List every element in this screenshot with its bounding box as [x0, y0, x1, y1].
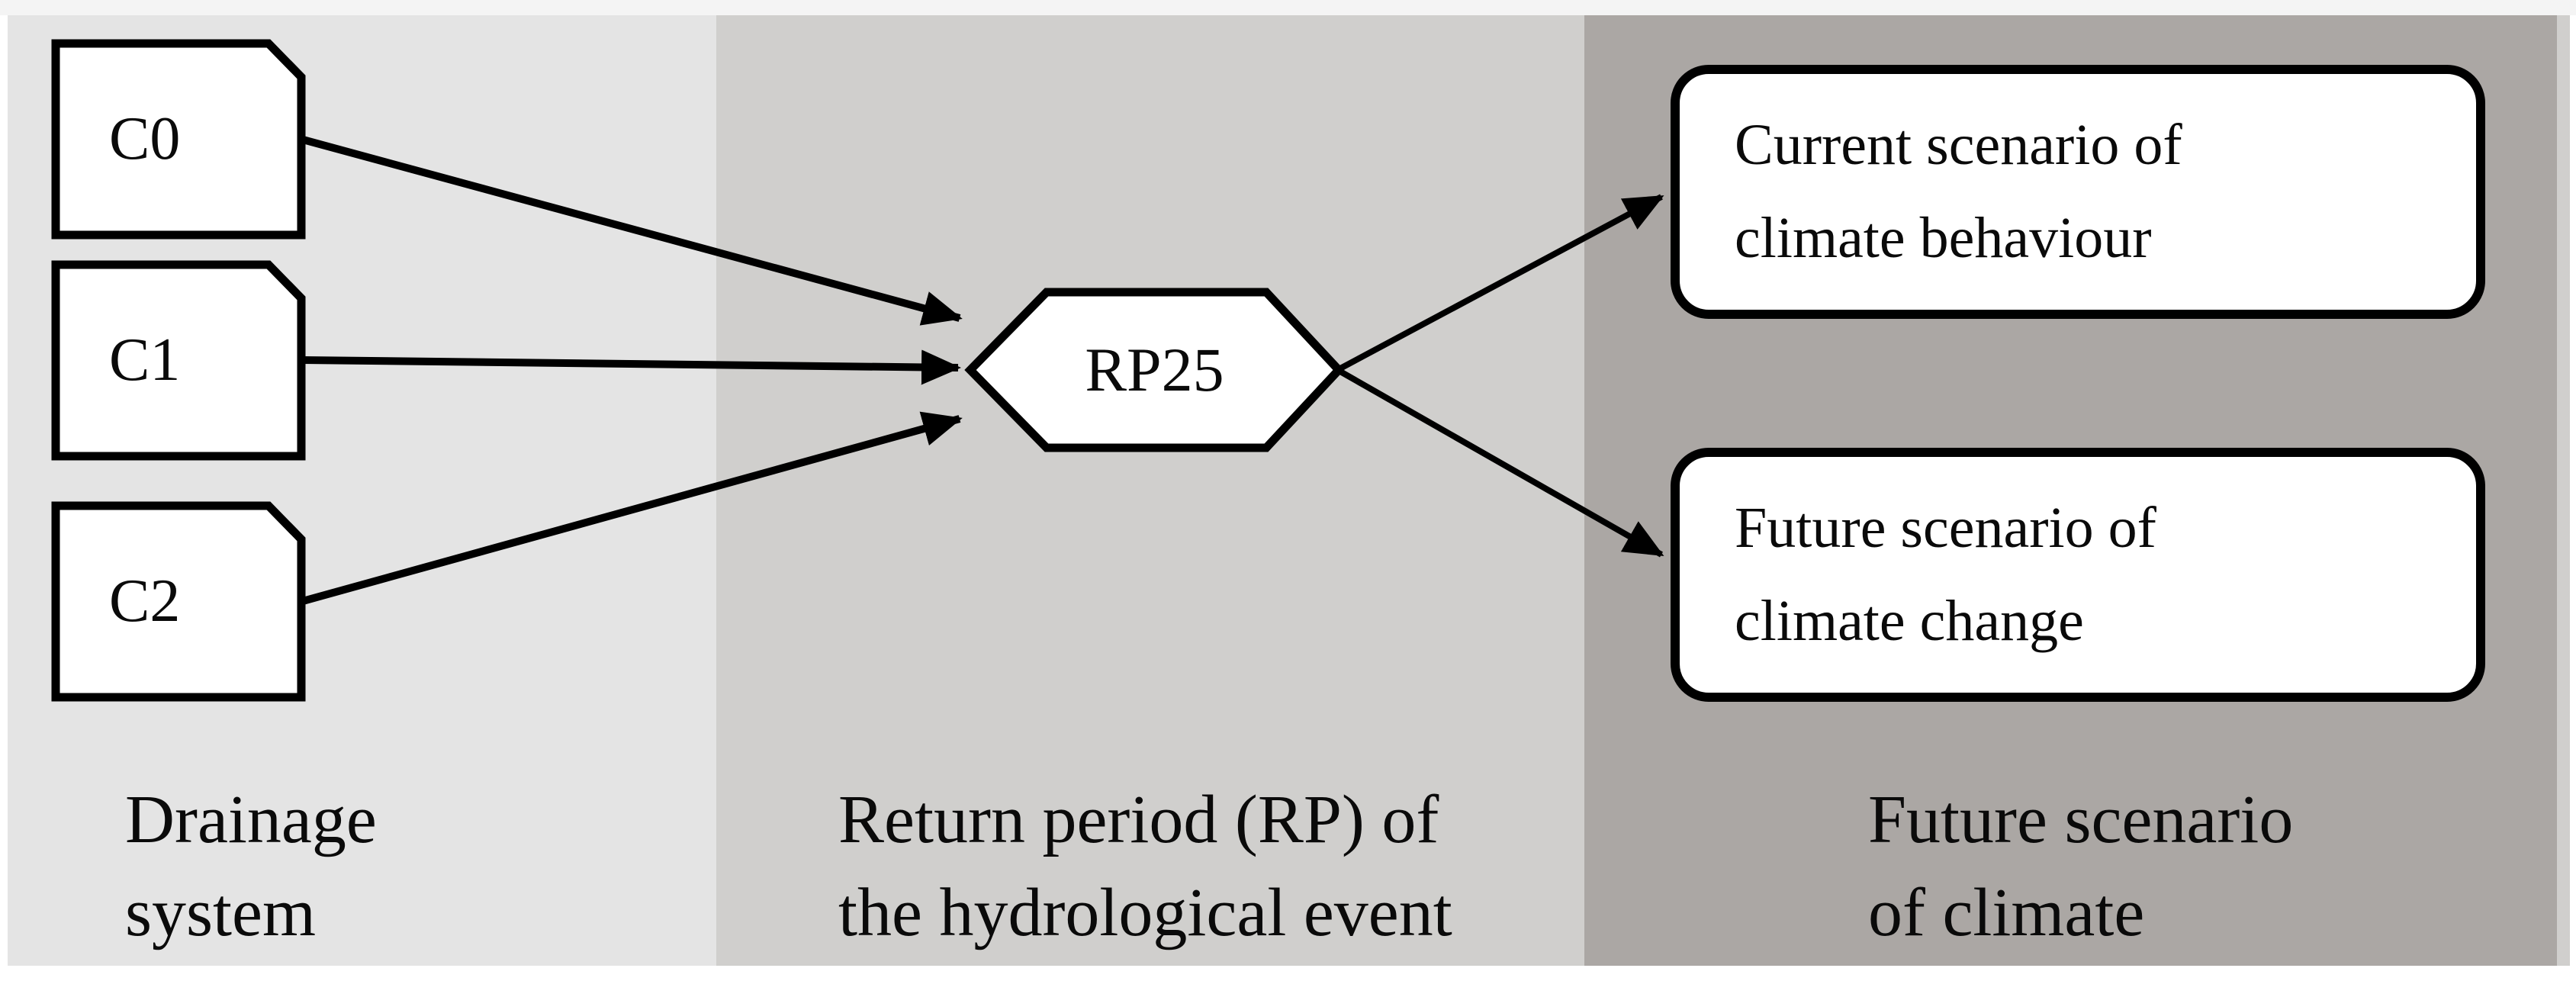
- c0-node-shape: [51, 39, 306, 240]
- c1-node-shape: [51, 260, 306, 461]
- current-scenario-box-shape: [1671, 65, 2485, 319]
- c1-node-label: C1: [109, 326, 181, 394]
- top-margin-strip: [0, 0, 2576, 15]
- c0-node-label: C0: [109, 105, 181, 172]
- current-scenario-box-label: Current scenario of climate behaviour: [1735, 112, 2182, 270]
- caption-future-scenario: Future scenario of climate: [1868, 782, 2294, 950]
- arrow-rp25-to-current-scenario: [1339, 194, 1664, 371]
- arrow-rp25-to-future-scenario: [1339, 368, 1664, 558]
- panel-right-edge-strip: [2557, 15, 2570, 966]
- arrow-c1-to-rp25: [302, 349, 961, 385]
- panel-return-period: [716, 15, 1584, 966]
- caption-return-period: Return period (RP) of the hydrological e…: [838, 782, 1452, 950]
- rp25-node-label: RP25: [1085, 335, 1224, 404]
- rp25-hexagon-shape: [964, 288, 1345, 452]
- arrow-c2-to-rp25: [301, 411, 963, 605]
- caption-drainage-system: Drainage system: [125, 782, 377, 950]
- c2-node-label: C2: [109, 568, 181, 635]
- arrow-c0-to-rp25: [301, 136, 963, 326]
- future-scenario-box-label: Future scenario of climate change: [1735, 495, 2156, 653]
- future-scenario-box-shape: [1671, 448, 2485, 702]
- c2-node-shape: [51, 501, 306, 702]
